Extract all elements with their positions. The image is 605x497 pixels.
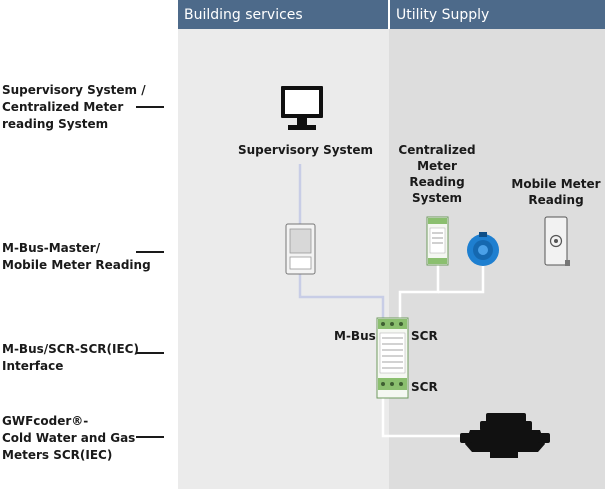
wire-scr — [381, 264, 485, 438]
centralized-reading-module-icon — [426, 216, 449, 266]
mobile-meter-reader-icon — [544, 216, 570, 266]
wire-mbus — [298, 164, 385, 318]
building-services-header: Building services — [178, 0, 388, 29]
label-gwfcoder-meters: GWFcoder®- Cold Water and Gas Meters SCR… — [2, 414, 136, 462]
optical-reading-head-icon — [467, 232, 499, 266]
utility-supply-column — [389, 29, 605, 489]
tag-scr-top: SCR — [411, 329, 438, 343]
label-supervisory-system: Supervisory System / Centralized Meter r… — [2, 83, 146, 131]
dash-supervisory — [136, 106, 164, 108]
monitor-icon — [281, 86, 323, 130]
label-mobile-reading: Mobile Meter Reading — [511, 177, 601, 207]
mbus-master-device-icon — [285, 223, 316, 275]
label-mbus-master: M-Bus-Master/ Mobile Meter Reading — [2, 241, 151, 272]
utility-supply-header: Utility Supply — [390, 0, 605, 29]
label-centralized-reading: Centralized Meter Reading System — [398, 143, 476, 205]
dash-interface — [136, 352, 164, 354]
dash-meters — [136, 436, 164, 438]
tag-scr-bottom: SCR — [411, 380, 438, 394]
interface-module-icon — [376, 317, 409, 399]
tag-mbus: M-Bus — [334, 329, 376, 343]
label-interface: M-Bus/SCR-SCR(IEC) Interface — [2, 342, 139, 373]
water-meter-icon — [460, 413, 550, 458]
dash-mbus-master — [136, 251, 164, 253]
label-supervisory-device: Supervisory System — [238, 143, 374, 157]
